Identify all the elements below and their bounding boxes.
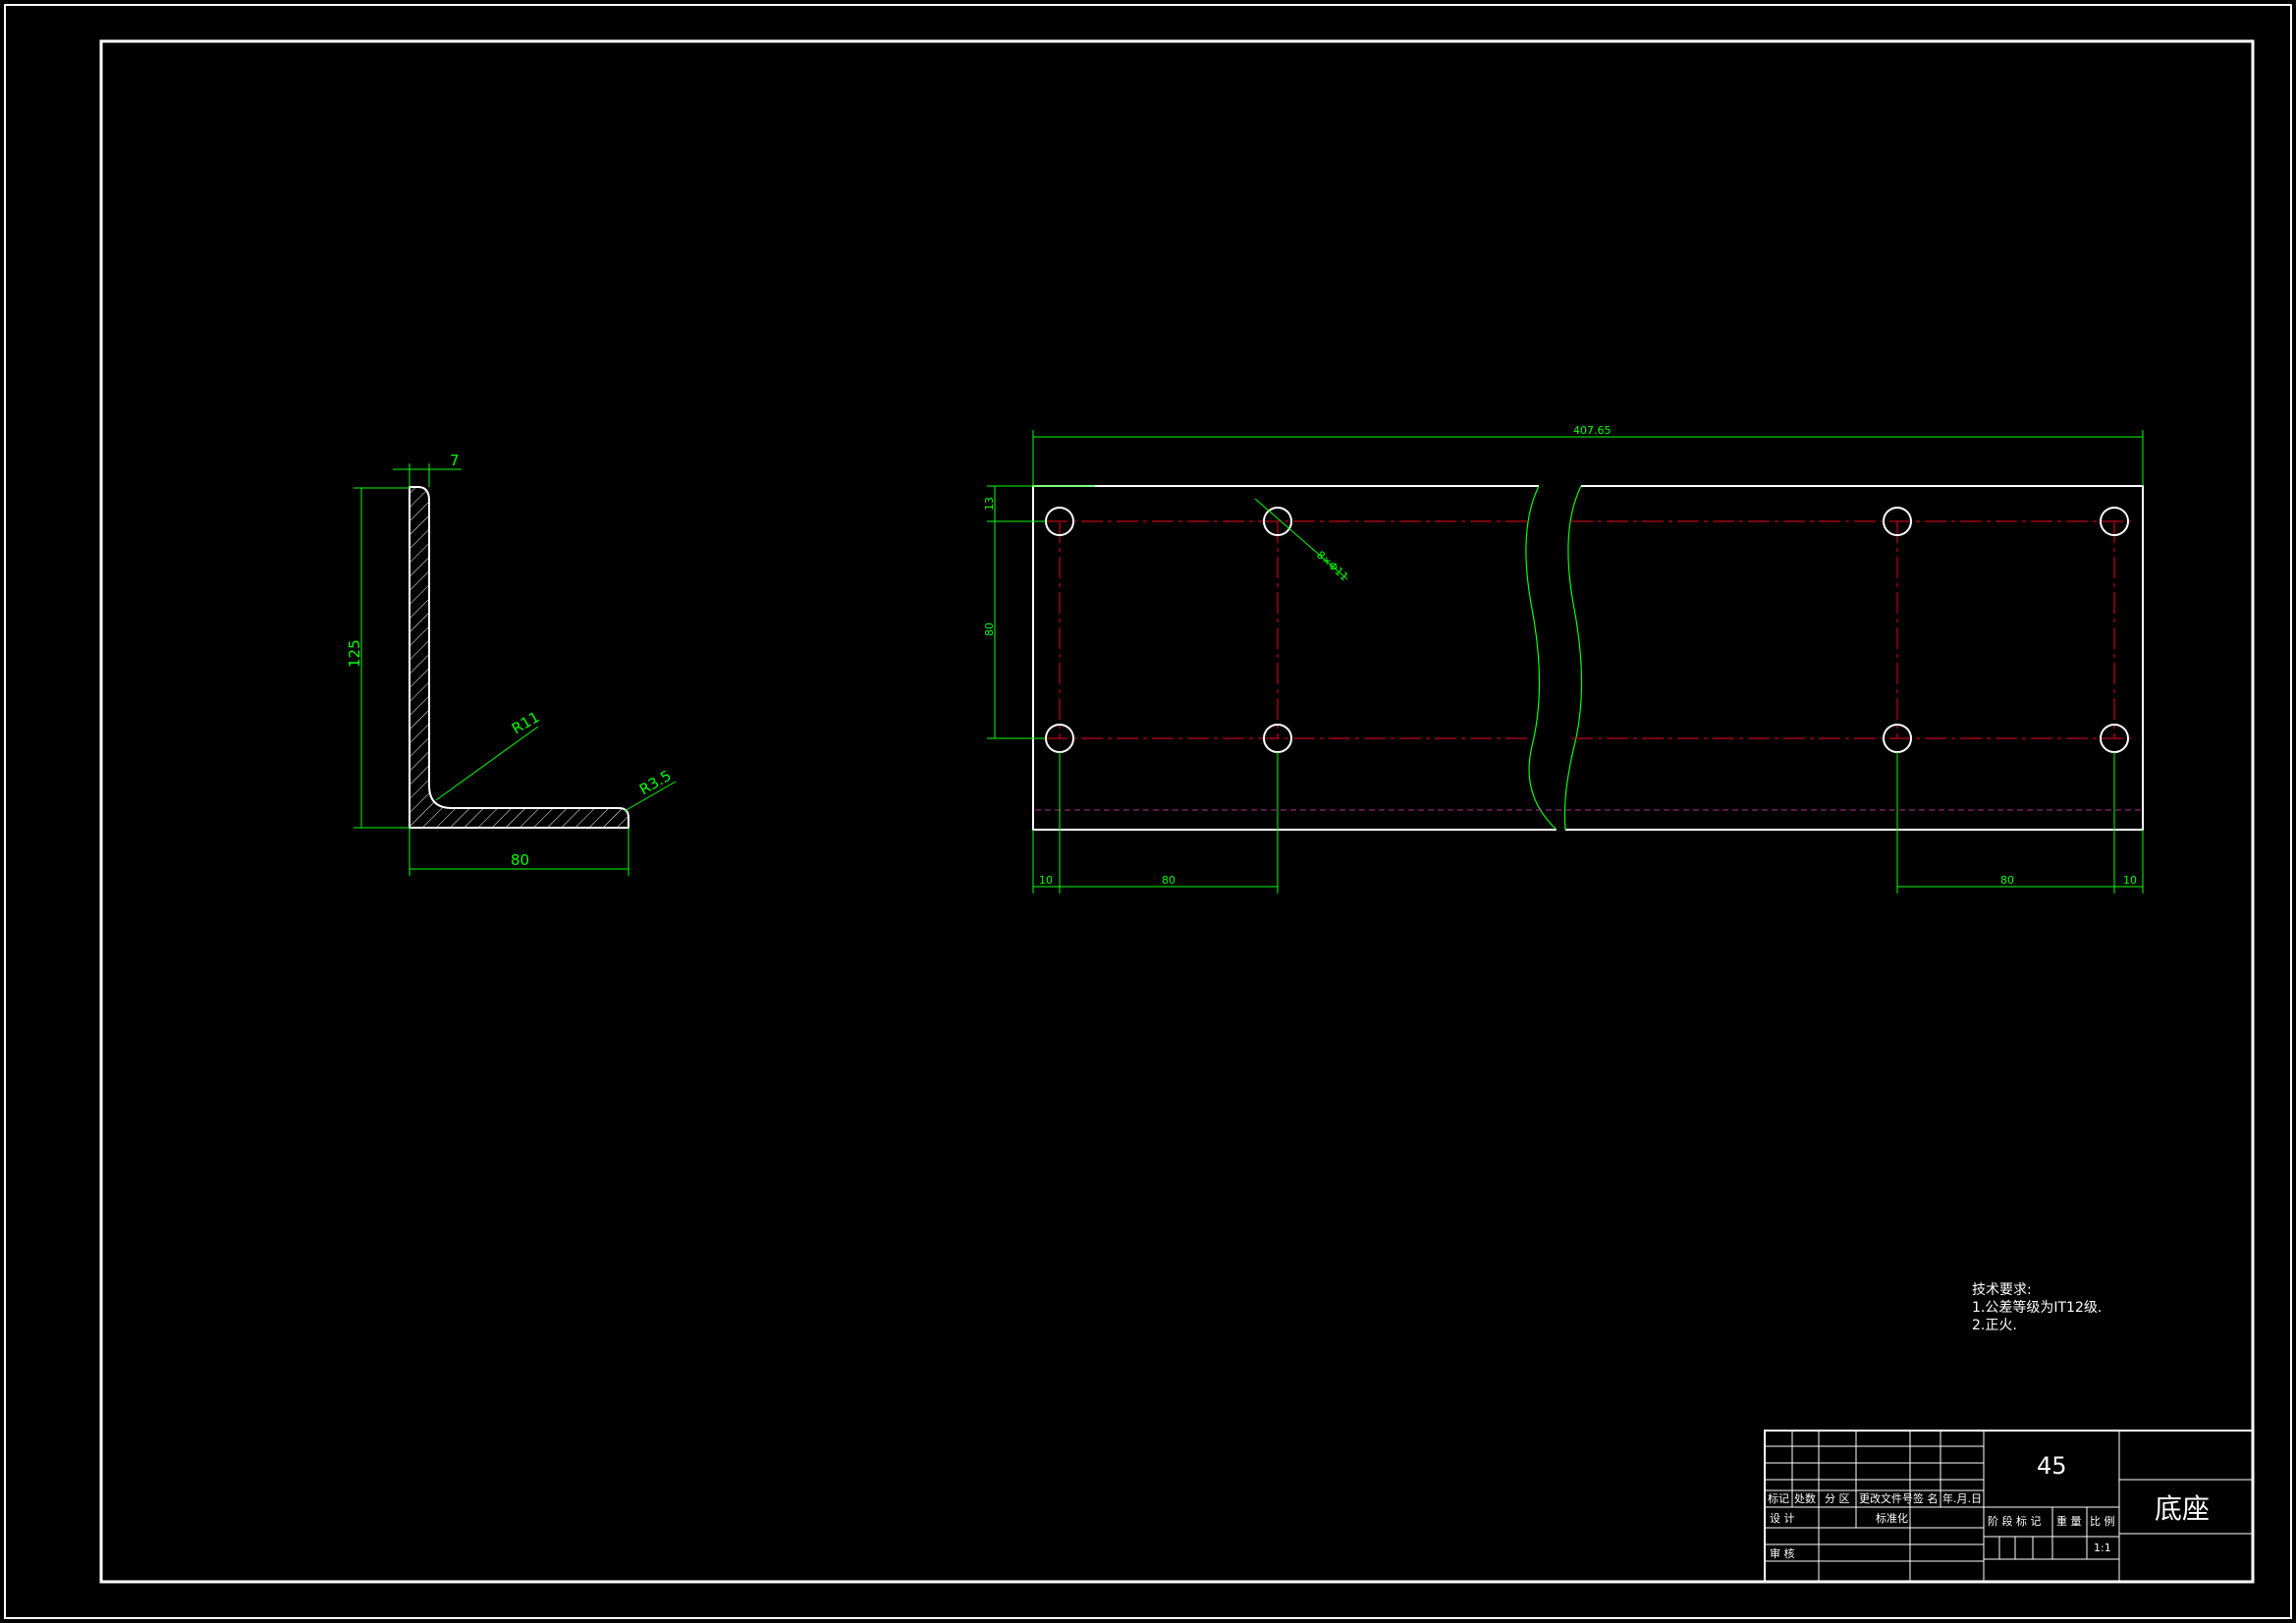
dim-hole-pitch-vertical-label: 80 [983, 622, 996, 636]
dim-edge-offset-right-label: 10 [2123, 874, 2137, 887]
plan-view: 407.65 13 80 8×Φ11 10 80 80 10 [983, 424, 2144, 893]
inner-drawing-frame [99, 39, 2255, 1584]
title-block-frame [1764, 1430, 2254, 1583]
dim-toe-radius-label: R3.5 [636, 767, 675, 799]
tb-header-change-doc: 更改文件号 [1859, 1491, 1913, 1505]
tb-weight-label: 重 量 [2056, 1514, 2082, 1528]
section-view: 7 125 R11 R3.5 80 [346, 452, 677, 876]
tb-scale-value: 1:1 [2094, 1542, 2111, 1554]
mounting-hole [2100, 507, 2129, 536]
tb-header-date: 年.月.日 [1942, 1491, 1982, 1505]
notes-line-2: 2.正火. [1972, 1318, 2017, 1333]
outer-sheet-border [4, 4, 2292, 1619]
tb-header-mark: 标记 [1768, 1491, 1789, 1505]
dim-inner-radius-label: R11 [509, 708, 543, 737]
notes-line-1: 1.公差等级为IT12级. [1972, 1299, 2102, 1316]
tb-part-name: 底座 [2155, 1492, 2210, 1525]
mounting-hole [1883, 507, 1912, 536]
radius-leader [435, 726, 539, 801]
dim-pitch-right-label: 80 [2000, 874, 2014, 887]
mounting-hole [1263, 507, 1292, 536]
tb-standardization-label: 标准化 [1876, 1511, 1908, 1525]
tb-review-label: 审 核 [1770, 1546, 1795, 1560]
dim-thickness-label: 7 [450, 452, 460, 469]
plate-right-part [1565, 485, 2144, 831]
plate-left-part [1032, 485, 1557, 831]
dim-width-label: 80 [511, 851, 529, 869]
tb-header-zone: 分 区 [1825, 1492, 1850, 1505]
angle-profile [409, 486, 629, 829]
tb-material: 45 [2037, 1452, 2067, 1480]
dim-height-label: 125 [346, 639, 363, 668]
radius-leader [624, 781, 677, 812]
dim-edge-offset-top-label: 13 [983, 497, 996, 511]
title-block [1764, 1430, 2254, 1583]
technical-notes: 技术要求: 1.公差等级为IT12级. 2.正火. [1972, 1282, 2102, 1333]
dim-pitch-left-label: 80 [1162, 874, 1175, 887]
dim-hole-callout-label: 8×Φ11 [1314, 549, 1351, 584]
dim-total-length-label: 407.65 [1573, 424, 1612, 437]
tb-scale-label: 比 例 [2090, 1514, 2115, 1528]
tb-design-label: 设 计 [1770, 1512, 1795, 1525]
hole-callout-leader [1254, 498, 1348, 580]
tb-header-sign: 签 名 [1913, 1491, 1939, 1505]
dim-edge-offset-left-label: 10 [1039, 874, 1053, 887]
title-block-text: 标记 处数 分 区 更改文件号 签 名 年.月.日 设 计 标准化 审 核 阶 … [1768, 1452, 2210, 1560]
break-line-left [1525, 485, 1558, 831]
tb-stage-mark-label: 阶 段 标 记 [1988, 1514, 2042, 1528]
break-line-right [1563, 485, 1583, 831]
tb-header-count: 处数 [1794, 1492, 1816, 1505]
notes-heading: 技术要求: [1972, 1282, 2032, 1298]
